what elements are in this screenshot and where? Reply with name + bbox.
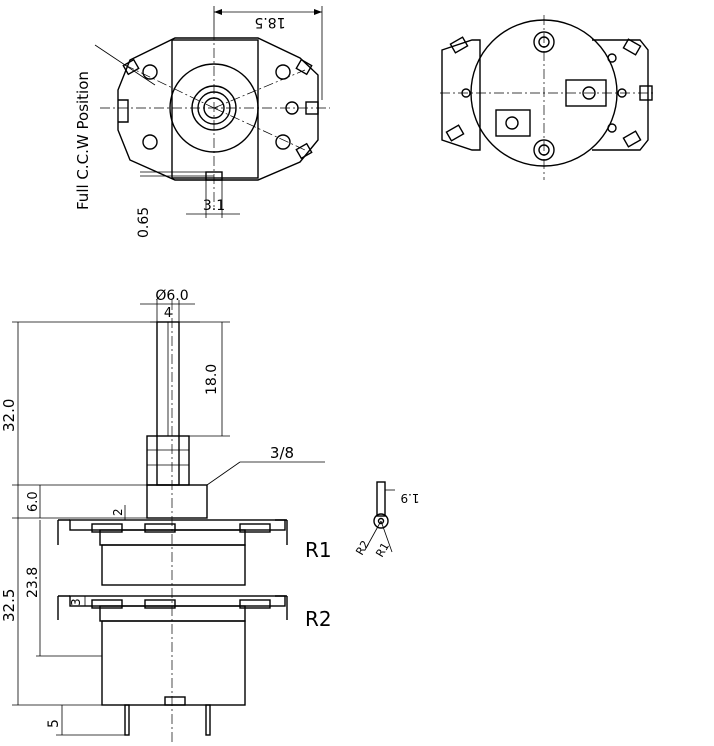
dim-18-5-label: 18.5 bbox=[254, 14, 285, 30]
dim-3-8-label: 3/8 bbox=[270, 444, 294, 462]
r1-label: R1 bbox=[305, 538, 332, 562]
side-view: Ø6.0 4 18.0 32.0 3/8 6.0 2 23.8 32.5 bbox=[0, 288, 332, 745]
r2-label: R2 bbox=[305, 607, 332, 631]
dim-4-label: 4 bbox=[164, 306, 172, 321]
dim-6-label: 6.0 bbox=[26, 491, 41, 512]
detail-r2-label: R2 bbox=[353, 538, 372, 557]
dim-0-65-label: 0.65 bbox=[136, 207, 152, 238]
terminal-detail: 1.9 R2 R1 bbox=[353, 481, 420, 560]
dim-5-label: 5 bbox=[46, 719, 62, 728]
dim-dia-6-label: Ø6.0 bbox=[155, 288, 188, 304]
full-ccw-label: Full C.C.W Position bbox=[74, 71, 92, 210]
dim-2-label: 2 bbox=[111, 508, 125, 516]
dim-23-8-label: 23.8 bbox=[25, 567, 41, 598]
dim-18-label: 18.0 bbox=[204, 364, 220, 395]
dim-32-5-label: 32.5 bbox=[0, 589, 18, 622]
dim-3-label: 3 bbox=[69, 598, 83, 606]
dim-32-label: 32.0 bbox=[0, 399, 18, 432]
dim-3-1-label: 3.1 bbox=[203, 198, 225, 214]
detail-r1-label: R1 bbox=[373, 540, 392, 559]
rear-view bbox=[440, 15, 655, 180]
front-view: 18.5 Full C.C.W Position 0.65 3.1 bbox=[74, 6, 330, 238]
dim-1-9-label: 1.9 bbox=[400, 491, 419, 505]
